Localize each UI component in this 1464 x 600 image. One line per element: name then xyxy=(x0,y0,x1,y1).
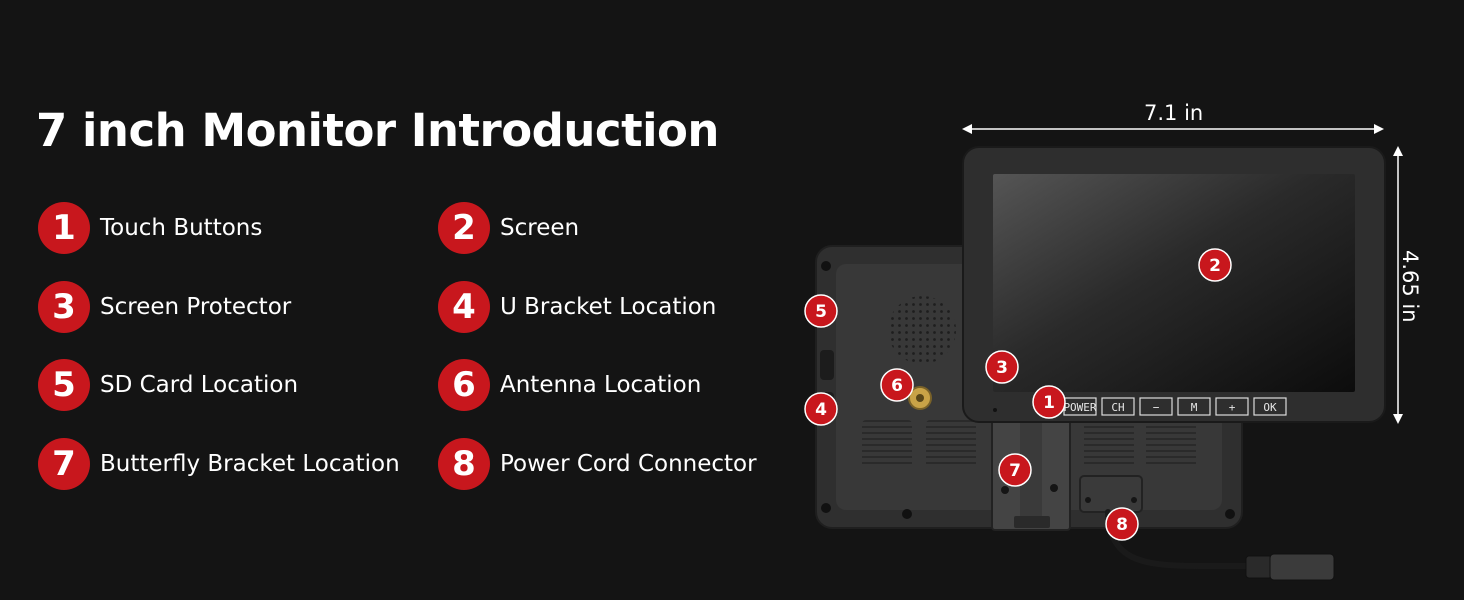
callout-number: 7 xyxy=(1009,461,1021,481)
width-dimension-arrow xyxy=(962,124,1384,134)
minus-touch-button[interactable] xyxy=(1139,397,1173,416)
feature-item-screen-protector: 3 Screen Protector xyxy=(38,281,291,333)
indicator-light xyxy=(993,408,997,412)
callout-number: 5 xyxy=(815,302,827,322)
feature-item-butterfly-bracket-location: 7 Butterfly Bracket Location xyxy=(38,438,400,490)
ch-button-label: CH xyxy=(1111,401,1124,414)
callout-7: 7 xyxy=(998,453,1032,487)
number-badge: 3 xyxy=(38,281,90,333)
ok-touch-button[interactable] xyxy=(1253,397,1287,416)
screw-hole xyxy=(821,261,831,271)
m-button-label: M xyxy=(1191,401,1198,414)
height-dimension-arrow xyxy=(1393,146,1403,424)
callout-number: 8 xyxy=(1116,515,1128,535)
speaker-grille xyxy=(888,296,956,364)
callout-number: 1 xyxy=(1043,393,1055,413)
number-badge: 8 xyxy=(438,438,490,490)
screw-hole xyxy=(902,509,912,519)
callout-5: 5 xyxy=(804,294,838,328)
screw-hole xyxy=(821,503,831,513)
vent xyxy=(862,420,912,468)
number-badge: 1 xyxy=(38,202,90,254)
feature-label: U Bracket Location xyxy=(500,294,717,320)
touch-buttons-row: POWER CH − M + OK xyxy=(1063,397,1287,416)
vent xyxy=(1084,420,1134,468)
page-title: 7 inch Monitor Introduction xyxy=(36,104,719,157)
number-badge: 4 xyxy=(438,281,490,333)
number-badge: 6 xyxy=(438,359,490,411)
m-touch-button[interactable] xyxy=(1177,397,1211,416)
callout-number: 3 xyxy=(996,358,1008,378)
feature-label: SD Card Location xyxy=(100,372,299,398)
feature-item-power-cord-connector: 8 Power Cord Connector xyxy=(438,438,757,490)
feature-item-u-bracket-location: 4 U Bracket Location xyxy=(438,281,716,333)
callout-6: 6 xyxy=(880,368,914,402)
plus-touch-button[interactable] xyxy=(1215,397,1249,416)
feature-item-touch-buttons: 1 Touch Buttons xyxy=(38,202,262,254)
number-badge: 5 xyxy=(38,359,90,411)
feature-label: Screen xyxy=(500,215,580,241)
feature-label: Antenna Location xyxy=(500,372,702,398)
feature-label: Butterfly Bracket Location xyxy=(100,451,400,477)
vent xyxy=(1146,420,1196,468)
width-dimension-label: 7.1 in xyxy=(1144,101,1204,125)
feature-label: Power Cord Connector xyxy=(500,451,757,477)
monitor-front xyxy=(962,146,1386,423)
feature-item-antenna-location: 6 Antenna Location xyxy=(438,359,701,411)
feature-item-sd-card-location: 5 SD Card Location xyxy=(38,359,298,411)
callout-4: 4 xyxy=(804,392,838,426)
callout-3: 3 xyxy=(985,350,1019,384)
number-badge: 2 xyxy=(438,202,490,254)
feature-item-screen: 2 Screen xyxy=(438,202,579,254)
callout-number: 6 xyxy=(891,376,903,396)
monitor-screen xyxy=(993,174,1355,392)
plus-button-label: + xyxy=(1229,401,1236,414)
callout-number: 4 xyxy=(815,400,827,420)
feature-label: Touch Buttons xyxy=(100,215,263,241)
callout-8: 8 xyxy=(1105,507,1139,541)
ch-touch-button[interactable] xyxy=(1101,397,1135,416)
callout-2: 2 xyxy=(1198,248,1232,282)
feature-label: Screen Protector xyxy=(100,294,292,320)
power-cord xyxy=(1079,475,1335,581)
vent xyxy=(926,420,976,468)
callout-1: 1 xyxy=(1032,385,1066,419)
screw-hole xyxy=(1225,509,1235,519)
callout-number: 2 xyxy=(1209,256,1221,276)
power-cord-connector xyxy=(1079,475,1143,513)
number-badge: 7 xyxy=(38,438,90,490)
ok-button-label: OK xyxy=(1263,401,1277,414)
power-button-label: POWER xyxy=(1063,401,1096,414)
minus-button-label: − xyxy=(1153,401,1160,414)
sd-card-slot xyxy=(820,350,834,380)
